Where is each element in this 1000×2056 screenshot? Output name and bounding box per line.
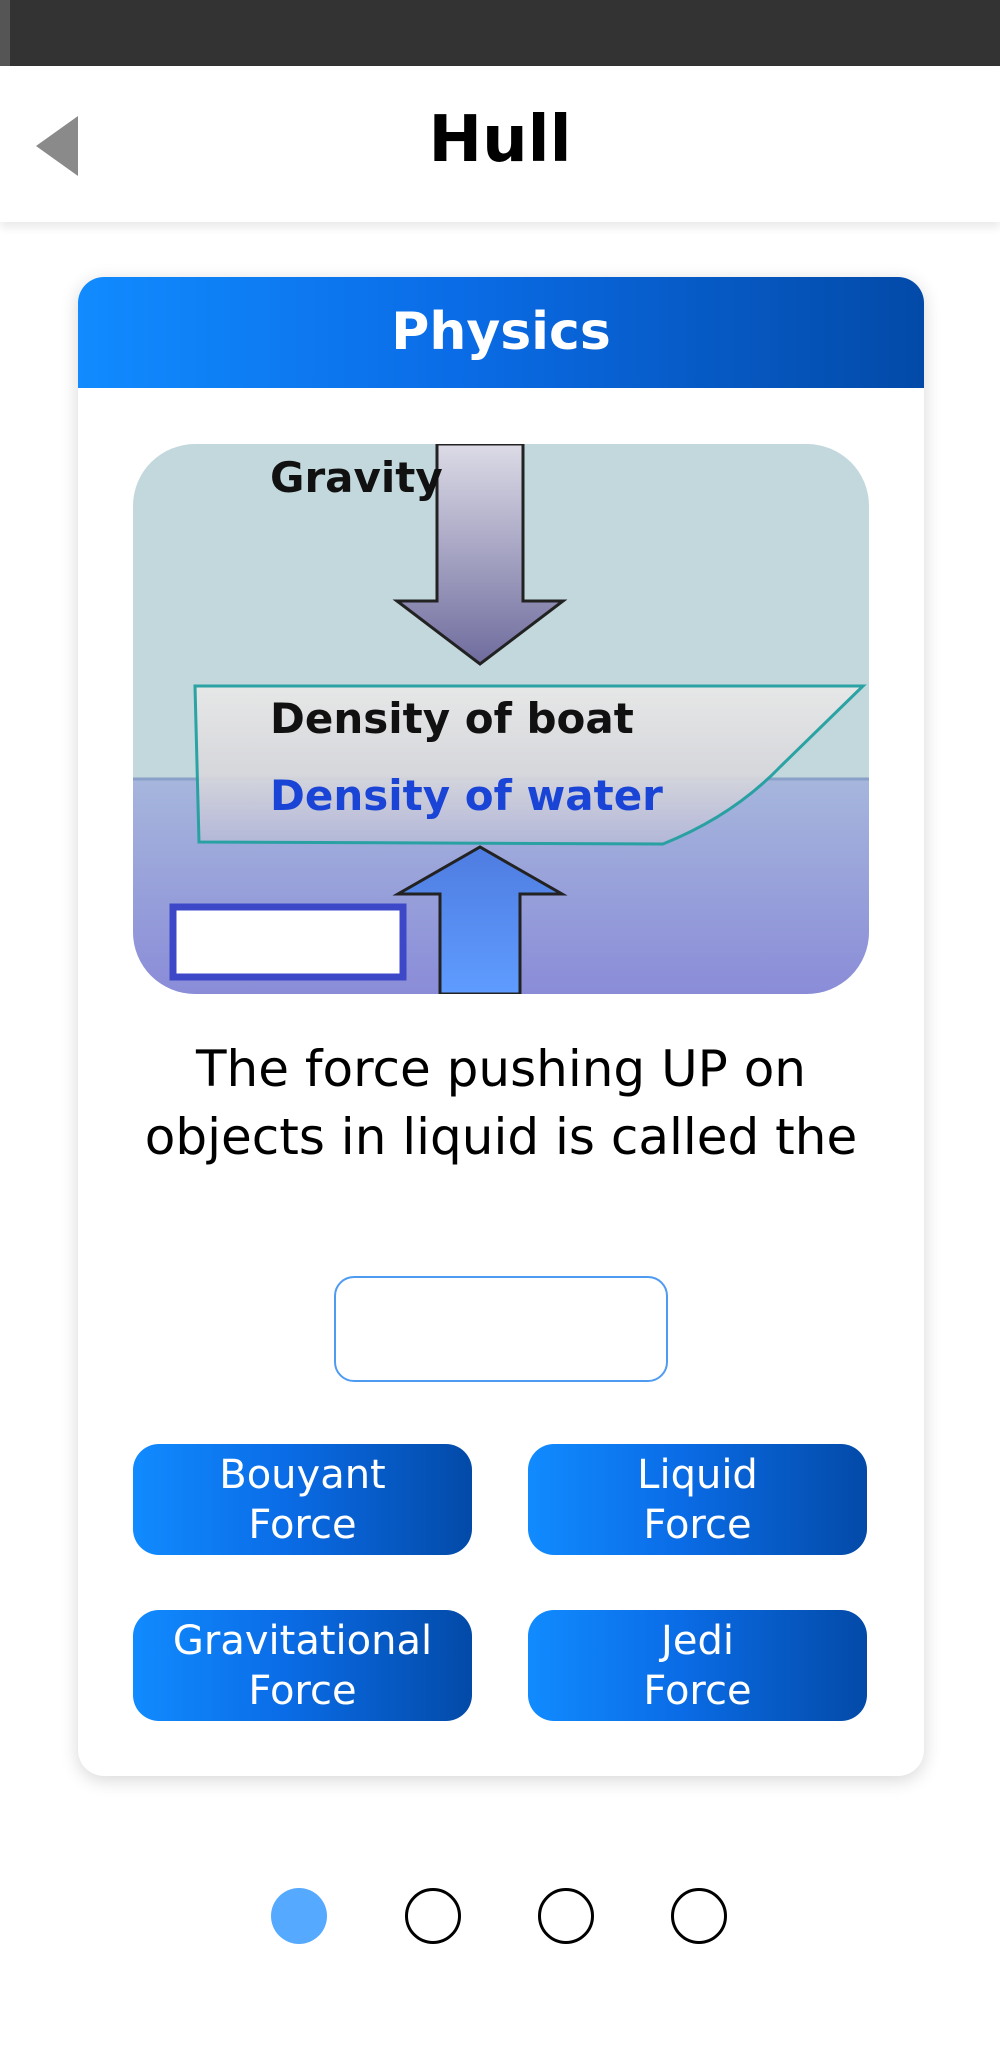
page-title: Hull xyxy=(428,103,572,177)
density-of-boat-label: Density of boat xyxy=(270,694,634,743)
option-label-line2: Force xyxy=(248,1501,357,1548)
page-dot-2[interactable] xyxy=(405,1888,461,1944)
option-label-line1: Bouyant xyxy=(219,1451,386,1498)
subject-title: Physics xyxy=(78,277,924,388)
option-bouyant-force[interactable]: Bouyant Force xyxy=(133,1444,472,1555)
page-dot-4[interactable] xyxy=(671,1888,727,1944)
app-header: Hull xyxy=(0,66,1000,222)
option-liquid-force[interactable]: Liquid Force xyxy=(528,1444,867,1555)
option-label-line2: Force xyxy=(643,1501,752,1548)
gravity-label: Gravity xyxy=(270,453,443,502)
question-text: The force pushing UP on objects in liqui… xyxy=(144,1040,858,1166)
status-bar xyxy=(0,0,1000,66)
gravity-arrow xyxy=(392,444,568,666)
option-label-line1: Jedi xyxy=(661,1617,734,1664)
answer-slot-box xyxy=(169,903,407,981)
back-button[interactable] xyxy=(22,102,112,190)
option-gravitational-force[interactable]: Gravitational Force xyxy=(133,1610,472,1721)
boat-hull xyxy=(193,684,867,846)
status-bar-edge xyxy=(0,0,10,66)
buoyancy-diagram: Gravity Density of boat Density of water xyxy=(133,444,869,994)
option-label-line1: Liquid xyxy=(637,1451,758,1498)
question-card: Physics xyxy=(78,277,924,1776)
option-label-line1: Gravitational xyxy=(172,1617,433,1664)
density-of-water-label: Density of water xyxy=(270,771,663,820)
option-label-line2: Force xyxy=(643,1667,752,1714)
back-arrow-icon xyxy=(36,116,78,176)
option-label-line2: Force xyxy=(248,1667,357,1714)
answer-drop-box[interactable] xyxy=(334,1276,668,1382)
buoyant-arrow xyxy=(392,845,568,994)
page-dot-3[interactable] xyxy=(538,1888,594,1944)
option-jedi-force[interactable]: Jedi Force xyxy=(528,1610,867,1721)
page-dot-1-active[interactable] xyxy=(271,1888,327,1944)
